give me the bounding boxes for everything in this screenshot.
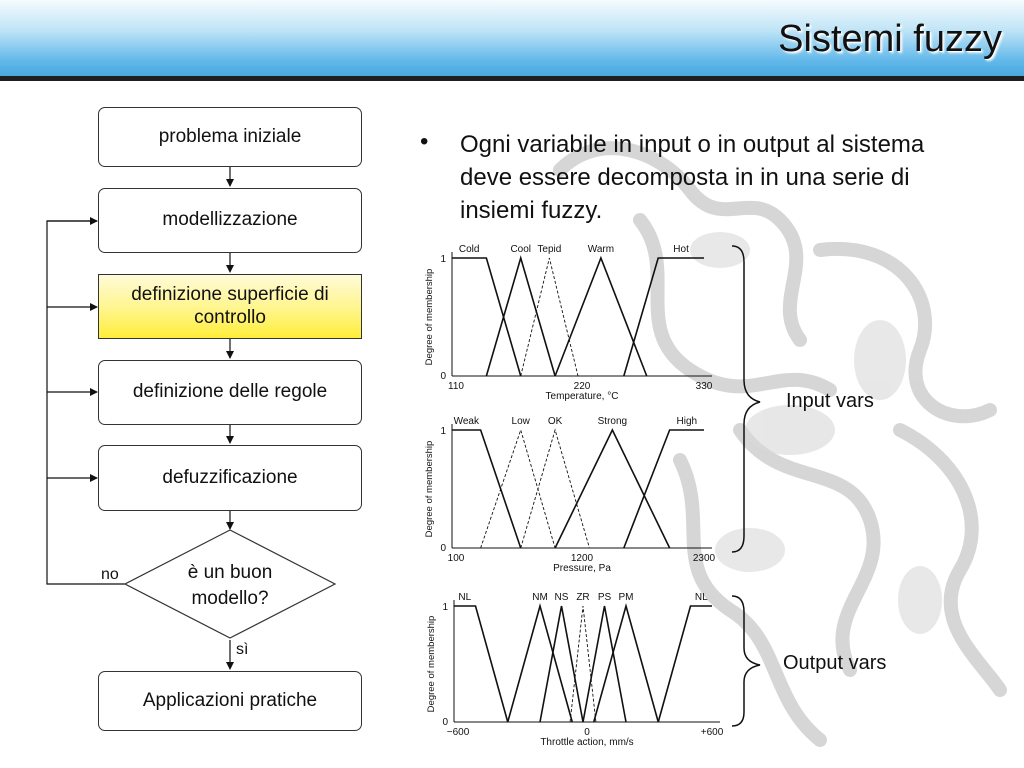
set-label: NM [532,592,548,603]
x-tick-label: 110 [448,381,464,392]
set-label: PM [619,592,634,603]
set-label: Warm [588,244,614,255]
membership-function [569,605,597,723]
membership-function [623,257,704,377]
x-tick-label: 100 [448,553,465,564]
set-label: NL [695,592,708,603]
no-label: no [101,566,119,583]
set-label: Tepid [537,244,561,255]
input-vars-label: Input vars [786,390,874,412]
set-label: OK [548,416,563,427]
flowchart-connectors [46,167,337,670]
y-tick-label: 0 [442,717,448,728]
y-tick-label: 1 [442,602,448,613]
output-brace [731,595,761,727]
x-axis-label: Pressure, Pa [553,563,611,574]
set-label: Low [512,416,531,427]
x-axis-label: Temperature, °C [546,391,619,402]
step-problema-iniziale: problema iniziale [98,107,362,167]
bullet-text: Ogni variabile in input o in output al s… [460,131,925,225]
y-axis-label: Degree of membership [426,616,437,713]
yes-label: sì [236,641,249,658]
set-label: Strong [598,416,627,427]
protein-watermark-image [553,141,1007,747]
membership-function [506,603,574,723]
set-label: PS [598,592,612,603]
step-modellizzazione: modellizzazione [98,188,362,253]
membership-function [657,605,712,723]
output-vars-label: Output vars [783,652,887,674]
decision-label: è un buon modello? [187,562,273,609]
y-axis-label: Degree of membership [424,269,435,366]
membership-function [554,255,648,377]
membership-function [452,429,522,549]
set-label: NL [458,592,471,603]
set-label: NS [555,592,569,603]
decision-diamond [123,529,337,639]
bullet-marker: • [420,128,429,155]
y-tick-label: 0 [440,371,446,382]
y-tick-label: 1 [440,426,446,437]
braces [731,245,761,727]
membership-function [582,605,627,723]
x-tick-label: 0 [584,727,590,738]
x-axis-label: Throttle action, mm/s [540,737,633,748]
step-defuzzificazione: defuzzificazione [98,445,362,511]
title-bar [0,0,1024,76]
membership-function [592,603,660,723]
membership-function [485,255,556,377]
step-definizione-regole: definizione delle regole [98,360,362,425]
x-tick-label: 220 [574,381,591,392]
title-bar-underline [0,76,1024,81]
set-label: High [677,416,698,427]
step-applicazioni-pratiche: Applicazioni pratiche [98,671,362,731]
membership-function [454,605,509,723]
flowchart: problema iniziale modellizzazione defini… [0,0,420,768]
membership-function [623,429,704,549]
membership-function [539,605,584,723]
membership-function [452,257,522,377]
input-brace [731,245,761,553]
set-label: ZR [576,592,589,603]
step-definizione-superficie: definizione superficie di controllo [98,274,362,339]
membership-function [520,257,579,377]
x-tick-label: −600 [447,727,470,738]
set-label: Hot [673,244,689,255]
step-definizione-superficie-label: definizione superficie di controllo [131,283,329,328]
membership-function [480,428,556,549]
x-tick-label: 2300 [693,553,716,564]
x-tick-label: +600 [701,727,724,738]
set-label: Weak [454,416,480,427]
y-axis-label: Degree of membership [424,441,435,538]
slide-title: Sistemi fuzzy [778,18,1002,60]
x-tick-label: 1200 [571,553,594,564]
membership-function [554,428,671,549]
y-tick-label: 1 [440,254,446,265]
y-tick-label: 0 [440,543,446,554]
set-label: Cold [459,244,480,255]
membership-function [520,428,590,549]
x-tick-label: 330 [696,381,713,392]
set-label: Cool [510,244,531,255]
